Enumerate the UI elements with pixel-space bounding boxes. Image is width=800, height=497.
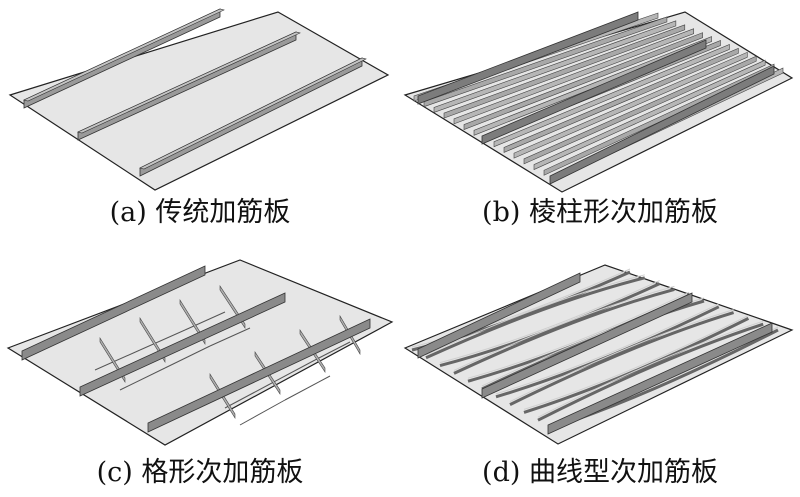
grid-line xyxy=(139,329,186,351)
main-stiffener xyxy=(481,292,693,399)
curved-rib xyxy=(537,322,764,422)
grid-line xyxy=(184,311,226,331)
main-stiffener xyxy=(21,265,206,361)
main-stiffener xyxy=(547,322,773,435)
plate-c xyxy=(6,259,394,446)
panel-d-drawing xyxy=(403,264,794,445)
caption-b: (b) 棱柱形次加筋板 xyxy=(482,197,718,228)
main-stiffener xyxy=(147,318,371,433)
prismatic-rib xyxy=(433,20,677,113)
grid-line xyxy=(269,359,316,385)
caption-a: (a) 传统加筋板 xyxy=(109,197,291,228)
prismatic-rib xyxy=(463,32,703,131)
grid-line xyxy=(164,345,211,369)
curved-rib-highlight xyxy=(425,274,645,356)
grid-line xyxy=(119,367,166,391)
grid-line xyxy=(94,349,141,371)
grid-line xyxy=(224,383,271,409)
curved-rib xyxy=(425,276,646,360)
caption-c: (c) 格形次加筋板 xyxy=(96,457,304,488)
plate-a xyxy=(8,11,390,191)
prismatic-rib xyxy=(443,24,686,119)
curved-rib-highlight xyxy=(537,320,764,418)
panel-a-drawing xyxy=(8,8,390,191)
curved-rib-highlight xyxy=(509,309,734,403)
prismatic-rib xyxy=(493,43,730,148)
curved-rib-highlight xyxy=(453,285,675,371)
prismatic-rib xyxy=(533,59,766,171)
main-stiffener-top xyxy=(77,31,301,134)
curved-rib-highlight xyxy=(523,314,749,410)
panel-c-drawing xyxy=(6,259,394,446)
caption-d: (d) 曲线型次加筋板 xyxy=(482,457,718,488)
main-stiffener xyxy=(481,39,707,145)
main-stiffener xyxy=(417,11,639,105)
prismatic-rib xyxy=(423,16,668,108)
curved-rib-highlight xyxy=(467,291,690,379)
main-stiffener-top xyxy=(23,8,225,102)
grid-line xyxy=(209,327,251,347)
curved-rib-highlight xyxy=(495,303,720,395)
prismatic-rib xyxy=(453,28,695,125)
curved-rib xyxy=(509,311,735,406)
panel-b-drawing xyxy=(403,11,794,193)
prismatic-rib xyxy=(523,55,757,165)
prismatic-rib xyxy=(513,51,748,159)
main-stiffener xyxy=(79,292,286,397)
grid-line xyxy=(284,375,331,401)
main-stiffener-top xyxy=(139,57,367,170)
grid-line xyxy=(239,399,286,426)
grid-line xyxy=(314,341,351,361)
main-stiffener xyxy=(549,65,775,185)
main-stiffener xyxy=(417,272,581,359)
curved-rib xyxy=(439,282,661,368)
curved-rib-highlight xyxy=(439,280,660,364)
curved-rib xyxy=(453,287,675,375)
prismatic-rib xyxy=(503,47,739,153)
